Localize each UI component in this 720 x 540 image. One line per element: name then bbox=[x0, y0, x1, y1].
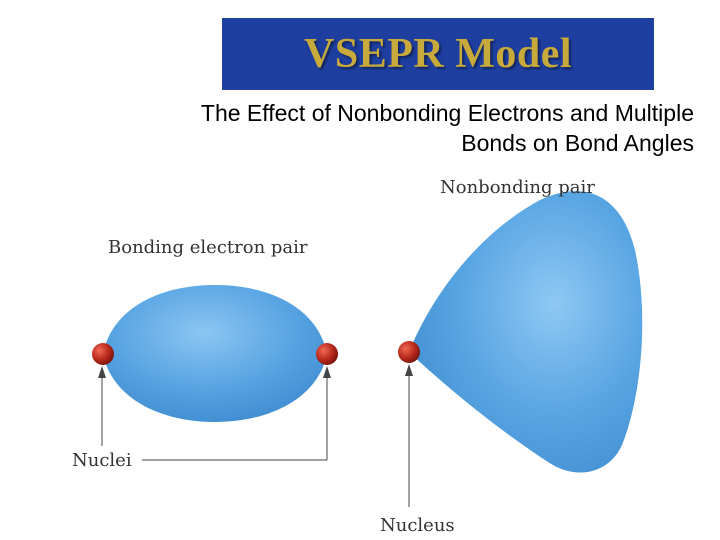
nucleus-right bbox=[316, 343, 338, 365]
nonbonding-pair-label: Nonbonding pair bbox=[440, 177, 595, 198]
nuclei-arrowhead-left bbox=[98, 366, 106, 378]
bonding-pair-lobe bbox=[103, 285, 327, 422]
nonbonding-pair-lobe bbox=[409, 191, 642, 472]
nucleus-left bbox=[92, 343, 114, 365]
nucleus-lone-pair bbox=[398, 341, 420, 363]
nuclei-label: Nuclei bbox=[72, 450, 132, 471]
bonding-pair-label: Bonding electron pair bbox=[108, 237, 308, 258]
nucleus-label: Nucleus bbox=[380, 515, 455, 536]
nucleus-arrowhead bbox=[405, 364, 413, 376]
nuclei-arrowhead-right bbox=[323, 366, 331, 378]
